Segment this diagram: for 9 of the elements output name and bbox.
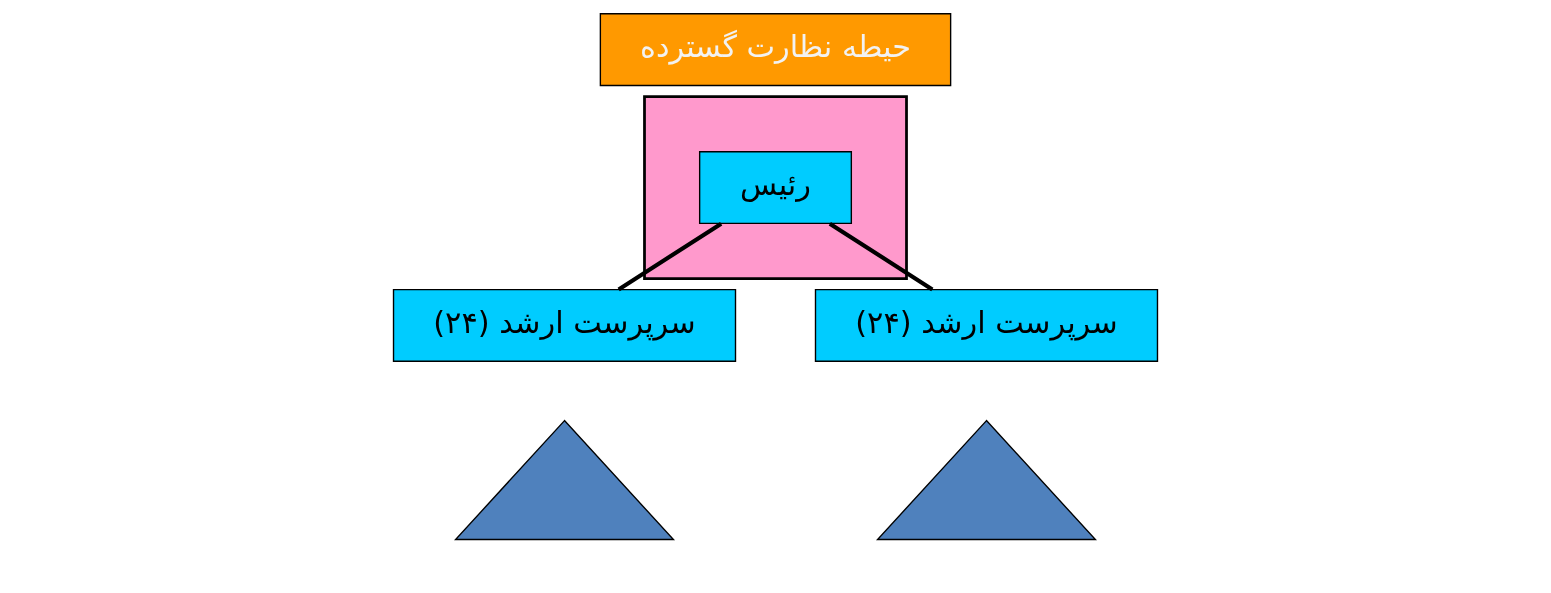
node-box: حیطه نظارت گسترده (599, 13, 952, 87)
connector (828, 222, 934, 292)
node-triangle (876, 419, 1097, 541)
node-triangle (454, 419, 675, 541)
node-box: سرپرست ارشد (۲۴) (392, 288, 737, 362)
cluster (643, 95, 908, 280)
node-box: سرپرست ارشد (۲۴) (814, 288, 1159, 362)
connector (617, 222, 723, 292)
node-box: رئیس (698, 151, 853, 225)
